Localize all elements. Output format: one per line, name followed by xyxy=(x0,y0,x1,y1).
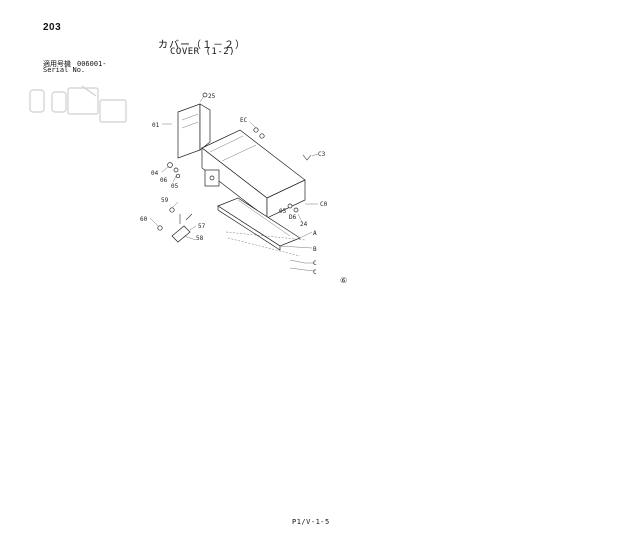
main-cover-plate xyxy=(201,129,306,219)
title-english: COVER (1-2) xyxy=(170,47,236,57)
callout-c1: C xyxy=(313,260,317,267)
page-number: 203 xyxy=(43,22,62,33)
callout-c2: C xyxy=(313,269,317,276)
fastener-ec xyxy=(253,127,265,139)
callout-25: 25 xyxy=(208,93,216,100)
callout-58: 58 xyxy=(196,235,204,242)
fastener-04-06-05 xyxy=(167,162,181,179)
side-bracket xyxy=(204,169,220,187)
callout-c3: C3 xyxy=(318,151,326,158)
callout-24: 24 xyxy=(300,221,308,228)
callout-01: 01 xyxy=(152,122,160,129)
title-japanese: カバー（１－２） xyxy=(158,40,246,51)
serial-label-jp: 適用号機 xyxy=(43,60,71,68)
callout-57: 57 xyxy=(198,223,206,230)
serial-applicability: 適用号機 006001- xyxy=(43,59,107,69)
callout-c0: C0 xyxy=(320,201,328,208)
callout-b: B xyxy=(313,246,317,253)
ghost-watermark xyxy=(29,85,127,123)
callout-06a: 06 xyxy=(160,177,168,184)
fastener-05-d6 xyxy=(287,203,299,213)
part-01-bracket xyxy=(177,103,211,159)
circle-mark: ⑥ xyxy=(340,276,347,285)
serial-value: 006001- xyxy=(77,60,107,68)
fastener-59-60 xyxy=(157,207,175,231)
footer-page-code: P1/V-1-5 xyxy=(292,518,330,526)
serial-label-en: Serial No. xyxy=(43,66,86,74)
callout-a: A xyxy=(313,230,317,237)
callout-05a: 05 xyxy=(171,183,179,190)
callout-ec: EC xyxy=(240,117,248,124)
fastener-c3 xyxy=(302,154,312,161)
callout-59: 59 xyxy=(161,197,169,204)
callout-d6: D6 xyxy=(289,214,297,221)
callout-60: 60 xyxy=(140,216,148,223)
part-58-clip xyxy=(171,213,193,243)
callout-05b: 05 xyxy=(279,208,287,215)
callout-04: 04 xyxy=(151,170,159,177)
